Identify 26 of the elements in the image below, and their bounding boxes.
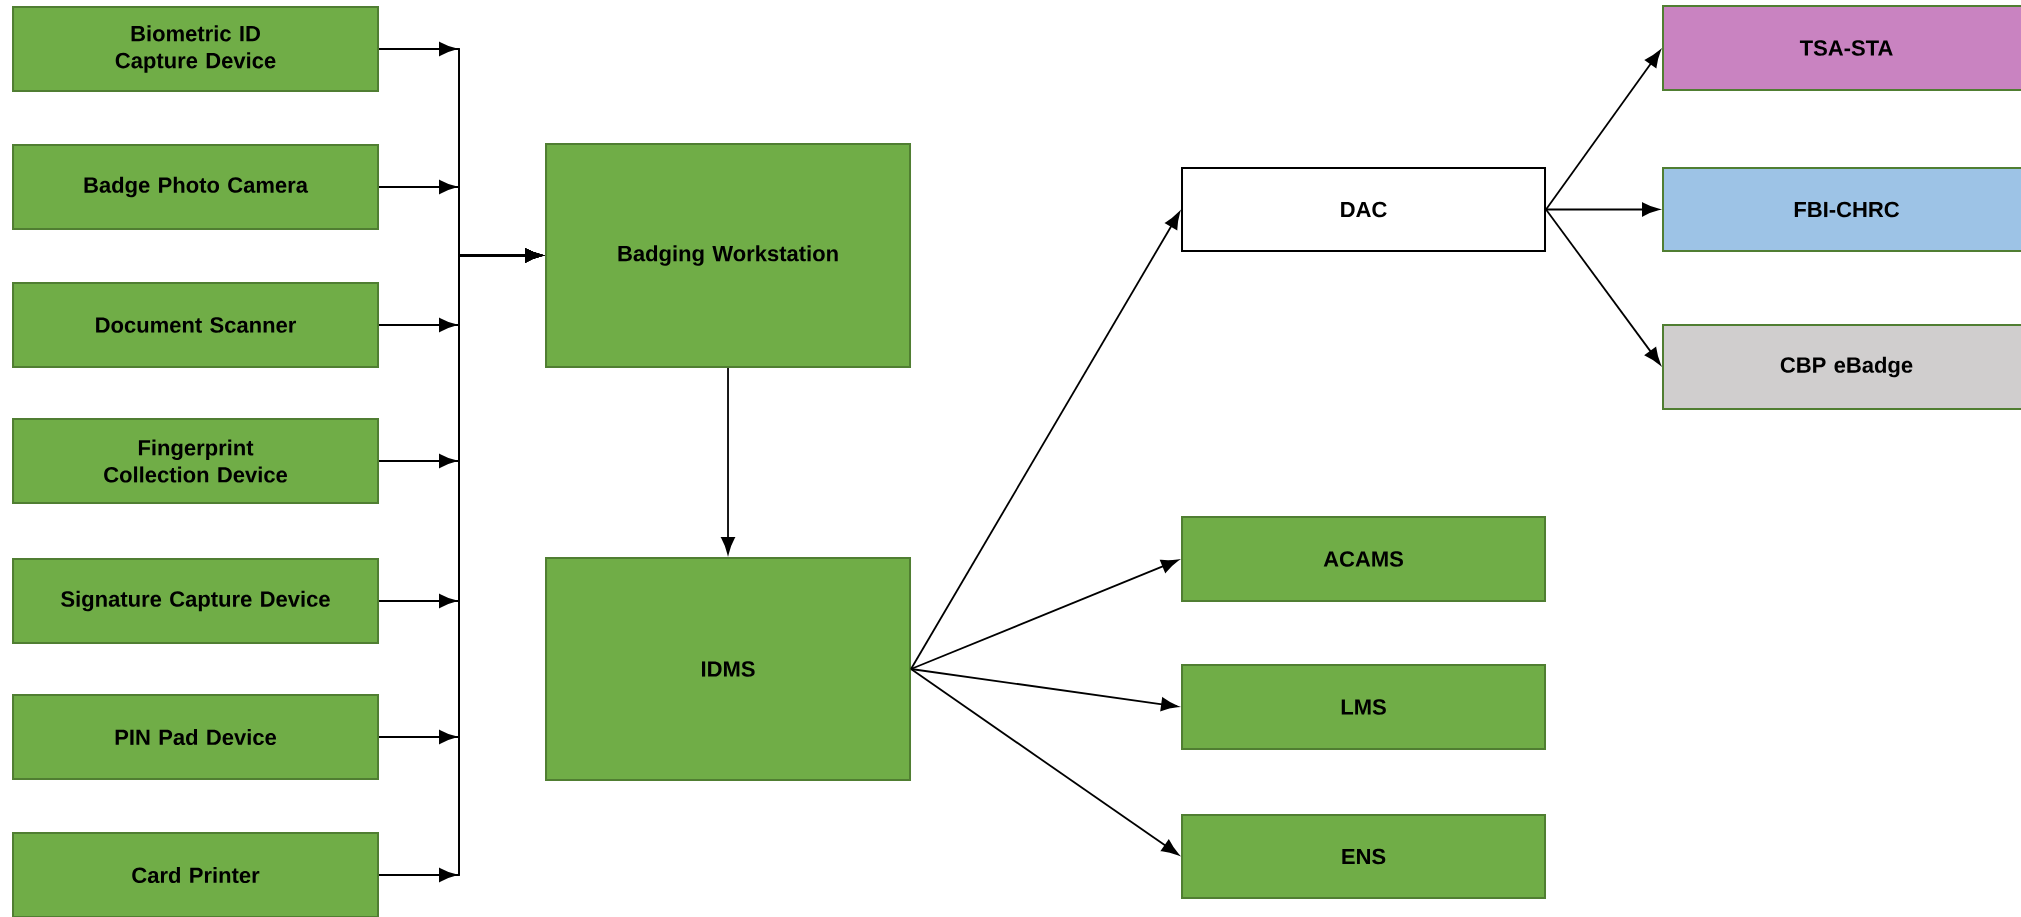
arrow (378, 248, 543, 882)
system-box: DAC (1181, 167, 1546, 252)
system-box: PIN Pad Device (12, 694, 379, 780)
system-box: TSA-STA (1662, 5, 2021, 91)
system-box: FBI-CHRC (1662, 167, 2021, 252)
arrow (1545, 202, 1660, 217)
arrow (910, 211, 1181, 670)
system-box: ACAMS (1181, 516, 1546, 602)
system-box: Badge Photo Camera (12, 144, 379, 230)
arrow (910, 668, 1179, 856)
system-box: Document Scanner (12, 282, 379, 368)
system-box: Biometric ID Capture Device (12, 6, 379, 92)
system-box: CBP eBadge (1662, 324, 2021, 410)
bus-line (458, 48, 460, 876)
system-box: IDMS (545, 557, 911, 781)
arrow (910, 559, 1179, 670)
arrow (1545, 208, 1661, 365)
arrow (1545, 50, 1661, 211)
system-box: Fingerprint Collection Device (12, 418, 379, 504)
system-box: ENS (1181, 814, 1546, 899)
system-box: Signature Capture Device (12, 558, 379, 644)
system-box: LMS (1181, 664, 1546, 750)
system-box: Card Printer (12, 832, 379, 917)
arrow (721, 367, 735, 555)
arrow (910, 668, 1179, 712)
system-box: Badging Workstation (545, 143, 911, 368)
